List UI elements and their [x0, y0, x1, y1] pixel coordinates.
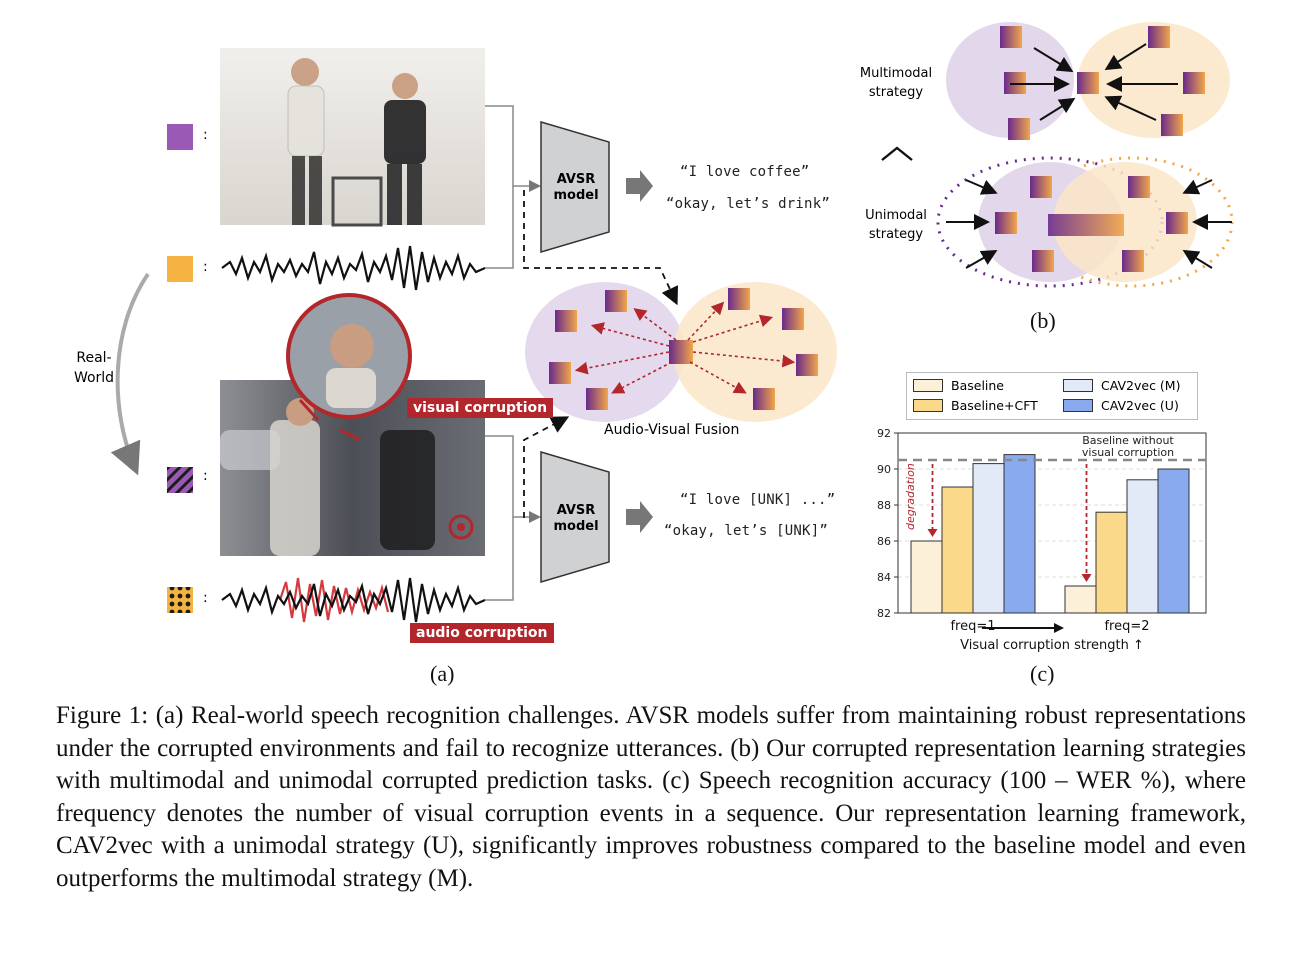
- clean-video-frame: [220, 48, 485, 225]
- legend-item: Baseline: [913, 378, 1004, 393]
- bar-baseline-cft: [941, 486, 974, 614]
- y-tick-label: 86: [877, 535, 891, 548]
- figure-caption: Figure 1: (a) Real-world speech recognit…: [56, 702, 1246, 892]
- visual-modality-swatch: [167, 124, 193, 150]
- colon-corrupted-visual: :: [203, 468, 208, 484]
- audio-corruption-tag: audio corruption: [410, 623, 554, 643]
- clean-transcript-2: “okay, let’s drink”: [666, 196, 830, 212]
- real-world-arrow: [110, 272, 150, 476]
- x-tick-label: freq=1: [950, 619, 995, 634]
- unimodal-strategy-label: Unimodal strategy: [865, 208, 927, 242]
- panel-b-label: (b): [1030, 308, 1056, 333]
- multimodal-center-token: [1077, 72, 1099, 94]
- legend-item: CAV2vec (U): [1063, 398, 1179, 413]
- audio-modality-swatch: [167, 256, 193, 282]
- avsr-model-label-corrupted: AVSR model: [553, 503, 599, 534]
- strength-arrow-head: [1054, 623, 1064, 633]
- y-tick-label: 82: [877, 607, 891, 620]
- chart-legend: Baseline Baseline+CFT CAV2vec (M) CAV2ve…: [906, 372, 1198, 420]
- legend-swatch-cav2vec-m: [1063, 379, 1093, 392]
- corrupted-audio-waveform: [221, 577, 486, 623]
- legend-label: CAV2vec (U): [1101, 398, 1179, 413]
- reference-label-line2: visual corruption: [1082, 446, 1174, 459]
- clean-speaker-1: [287, 58, 325, 225]
- panel-a-label: (a): [430, 661, 455, 686]
- corrupted-audio-noise: [278, 577, 390, 623]
- dashed-arrow-to-fusion-corrupted: [523, 416, 570, 518]
- visual-corruption-tag: visual corruption: [407, 398, 554, 418]
- corrupted-audio-swatch: [167, 587, 193, 613]
- comparison-symbol: [881, 146, 913, 161]
- degradation-label: degradation: [904, 463, 917, 530]
- legend-swatch-baseline-cft: [913, 399, 943, 412]
- legend-label: CAV2vec (M): [1101, 378, 1181, 393]
- legend-label: Baseline: [951, 378, 1004, 393]
- dashed-arrow-to-fusion-clean: [523, 190, 679, 306]
- clean-speaker-2: [384, 73, 426, 225]
- panel-b-graphics: [881, 22, 1234, 288]
- colon-visual: :: [203, 127, 208, 143]
- plot-frame: [897, 432, 1207, 614]
- fusion-label: Audio-Visual Fusion: [604, 422, 740, 438]
- y-tick-label: 88: [877, 499, 891, 512]
- avsr-model-label-clean: AVSR model: [553, 172, 599, 203]
- reference-label-line1: Baseline without: [1082, 434, 1174, 447]
- colon-audio: :: [203, 259, 208, 275]
- degradation-arrowhead: [927, 529, 938, 537]
- legend-label: Baseline+CFT: [951, 398, 1038, 413]
- bar-cav2vec-u-: [1157, 468, 1190, 614]
- y-tick-label: 84: [877, 571, 891, 584]
- y-tick-label: 92: [877, 427, 891, 440]
- bar-baseline-cft: [1095, 511, 1128, 614]
- corrupted-transcript-2: “okay, let’s [UNK]”: [664, 523, 828, 539]
- bar-cav2vec-u-: [1003, 454, 1036, 614]
- unimodal-center-token: [1048, 214, 1124, 236]
- clean-audio-waveform: [221, 245, 486, 291]
- legend-item: Baseline+CFT: [913, 398, 1038, 413]
- legend-item: CAV2vec (M): [1063, 378, 1180, 393]
- avsr-model-clean: [540, 120, 610, 254]
- fusion-center-token: [669, 340, 693, 364]
- accuracy-bar-chart: 82 84 86 88 90 92 freq=1 freq=2 Baseline without…: [877, 427, 1207, 653]
- bar-cav2vec-m-: [1126, 479, 1159, 614]
- x-axis-label: Visual corruption strength ↑: [960, 638, 1144, 653]
- legend-swatch-baseline: [913, 379, 943, 392]
- avsr-model-corrupted: [540, 450, 610, 584]
- corrupted-visual-swatch: [167, 467, 193, 493]
- panel-a-graphics: [110, 48, 837, 623]
- output-arrow-corrupted: [626, 501, 653, 533]
- bar-baseline: [910, 540, 943, 614]
- colon-corrupted-audio: :: [203, 590, 208, 606]
- y-tick-label: 90: [877, 463, 891, 476]
- clean-transcript-1: “I love coffee”: [680, 164, 810, 180]
- panel-c-label: (c): [1030, 661, 1055, 686]
- camera-icon: [448, 514, 474, 540]
- legend-swatch-cav2vec-u: [1063, 399, 1093, 412]
- multimodal-strategy-label: Multimodal strategy: [859, 66, 933, 100]
- fusion-arrows: [574, 301, 796, 394]
- bar-baseline: [1064, 585, 1097, 614]
- corrupted-transcript-1: “I love [UNK] ...”: [680, 492, 836, 508]
- degradation-arrowhead: [1081, 574, 1092, 582]
- bar-cav2vec-m-: [972, 463, 1005, 614]
- real-world-label: Real- World: [73, 350, 115, 386]
- output-arrow-clean: [626, 170, 653, 202]
- x-tick-label: freq=2: [1104, 619, 1149, 634]
